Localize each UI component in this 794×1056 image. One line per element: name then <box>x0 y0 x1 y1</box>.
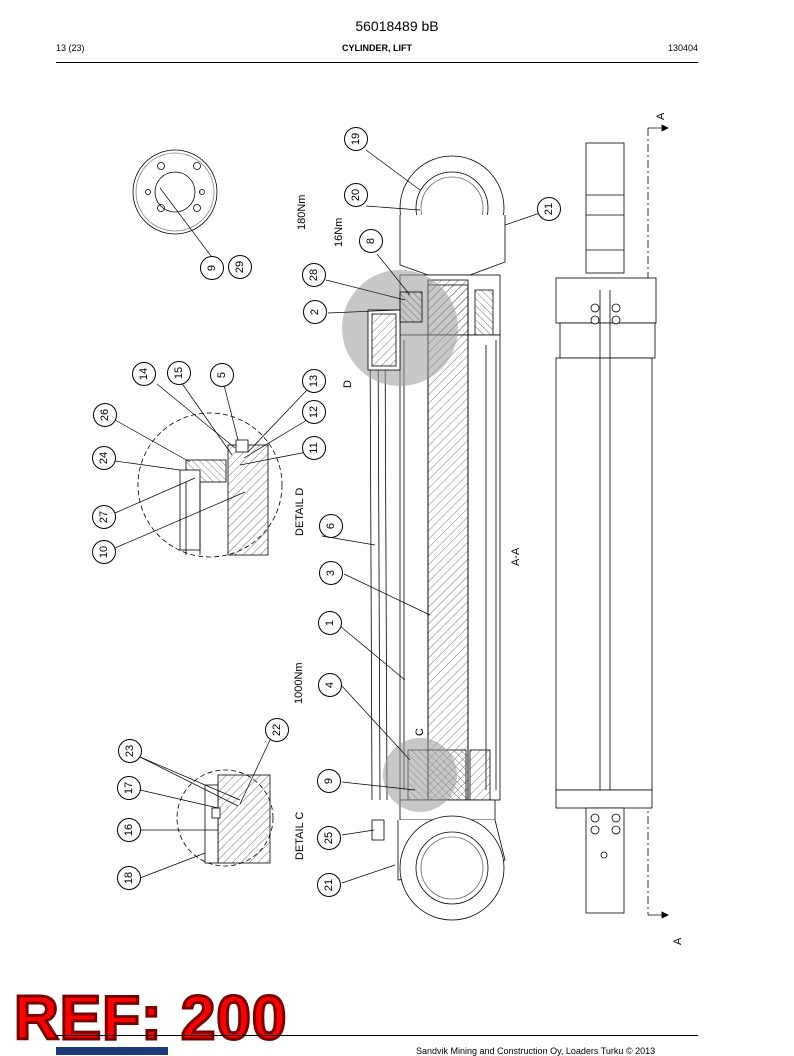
torque-label-180: 180Nm <box>296 194 308 230</box>
section-mark-top: A <box>655 112 667 120</box>
callout-c18: 18 <box>117 866 141 890</box>
end-view <box>132 149 218 235</box>
callout-c21a: 21 <box>537 197 561 221</box>
callout-c23: 23 <box>118 739 142 763</box>
section-a-a <box>555 124 669 919</box>
callout-c9a: 9 <box>200 256 224 280</box>
header-divider <box>56 62 698 63</box>
revision-date: 130404 <box>667 43 698 53</box>
page-number: 13 (23) <box>56 43 85 53</box>
ref-watermark: REF: 200 <box>12 984 288 1053</box>
callout-c22: 22 <box>265 718 289 742</box>
callout-c2: 2 <box>303 300 327 324</box>
callout-c8: 8 <box>359 229 383 253</box>
detail-d-label: DETAIL D <box>294 487 306 536</box>
callout-c1: 1 <box>318 611 342 635</box>
callout-c26: 26 <box>93 403 117 427</box>
callout-c12: 12 <box>302 400 326 424</box>
callout-c20: 20 <box>344 183 368 207</box>
callout-c21b: 21 <box>317 873 341 897</box>
header-row: 13 (23) CYLINDER, LIFT 130404 <box>56 43 698 57</box>
callout-c19: 19 <box>344 127 368 151</box>
callout-c14: 14 <box>132 362 156 386</box>
leader-lines <box>114 149 541 884</box>
callout-c15: 15 <box>167 361 191 385</box>
callout-c3: 3 <box>319 561 343 585</box>
section-mark-bottom: A <box>672 937 684 945</box>
footer-divider <box>56 1035 698 1036</box>
sandvik-logo <box>56 1047 168 1055</box>
callout-c17: 17 <box>117 776 141 800</box>
detail-c-ref: C <box>414 728 426 736</box>
callout-c13: 13 <box>302 369 326 393</box>
detail-d-ref: D <box>342 380 354 388</box>
callout-c16: 16 <box>117 818 141 842</box>
callout-c24: 24 <box>92 446 116 470</box>
document-number: 56018489 bB <box>355 18 439 34</box>
callout-c29: 29 <box>228 255 252 279</box>
callout-c10: 10 <box>92 540 116 564</box>
callout-c25: 25 <box>317 826 341 850</box>
callout-c27: 27 <box>92 505 116 529</box>
detail-d <box>137 412 283 558</box>
callout-c9b: 9 <box>317 769 341 793</box>
callout-c28: 28 <box>302 263 326 287</box>
footer-text: Sandvik Mining and Construction Oy, Load… <box>416 1046 656 1056</box>
callout-c4: 4 <box>318 673 342 697</box>
torque-label-1000: 1000Nm <box>293 662 305 704</box>
callout-c5: 5 <box>210 363 234 387</box>
page-title: CYLINDER, LIFT <box>342 43 412 53</box>
torque-label-16: 16Nm <box>333 217 345 247</box>
callout-c6: 6 <box>319 514 343 538</box>
detail-c <box>176 769 274 867</box>
section-view-label: A-A <box>510 547 522 566</box>
detail-c-label: DETAIL C <box>294 811 306 860</box>
cylinder-main-view <box>342 155 506 921</box>
